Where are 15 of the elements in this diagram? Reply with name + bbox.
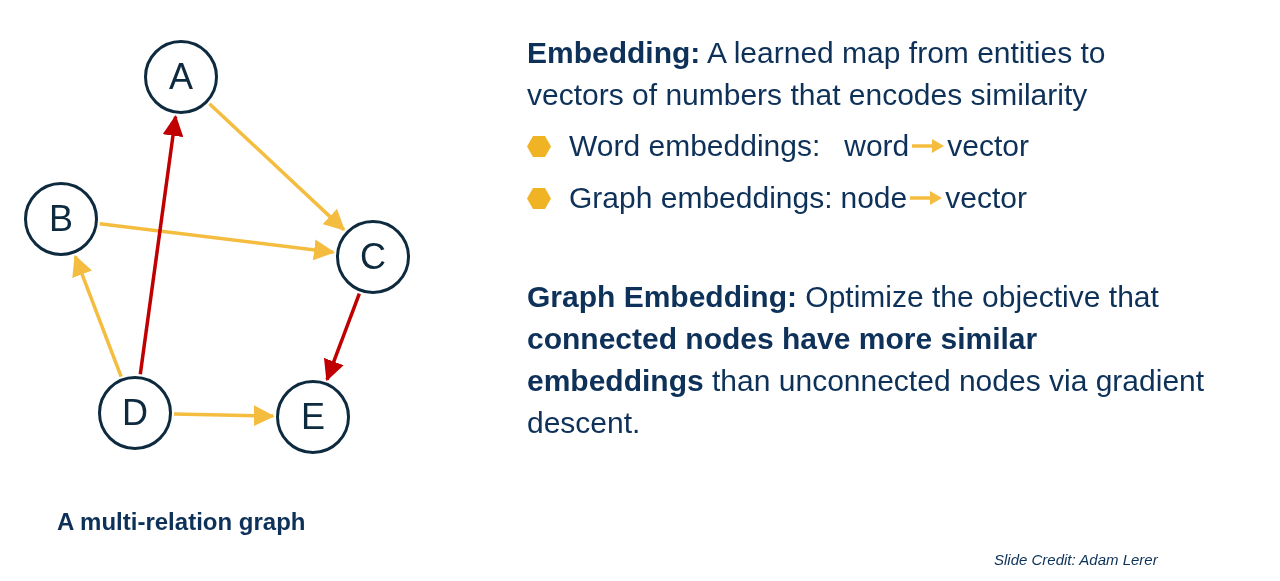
arrow <box>208 102 346 231</box>
bullet-text: node <box>840 180 908 216</box>
bullet-text: Word embeddings: <box>569 128 821 164</box>
arrow <box>72 254 123 378</box>
definition-text: Graph Embedding: Optimize the objective that connected nodes have more similar embeddings than unconnected nodes via gradient descent. <box>527 279 1206 441</box>
arrow <box>323 292 361 382</box>
caption: A multi-relation graph <box>57 507 306 537</box>
bullet-text: vector <box>947 128 1029 164</box>
credit-note: Slide Credit: Adam Lerer <box>994 550 1158 570</box>
arrow <box>138 114 184 375</box>
bullet-text: vector <box>945 180 1027 216</box>
arrow <box>173 405 275 427</box>
bullet-text: Graph embeddings: <box>569 180 833 216</box>
bullet-text: word <box>844 128 910 164</box>
arrow <box>99 222 336 261</box>
